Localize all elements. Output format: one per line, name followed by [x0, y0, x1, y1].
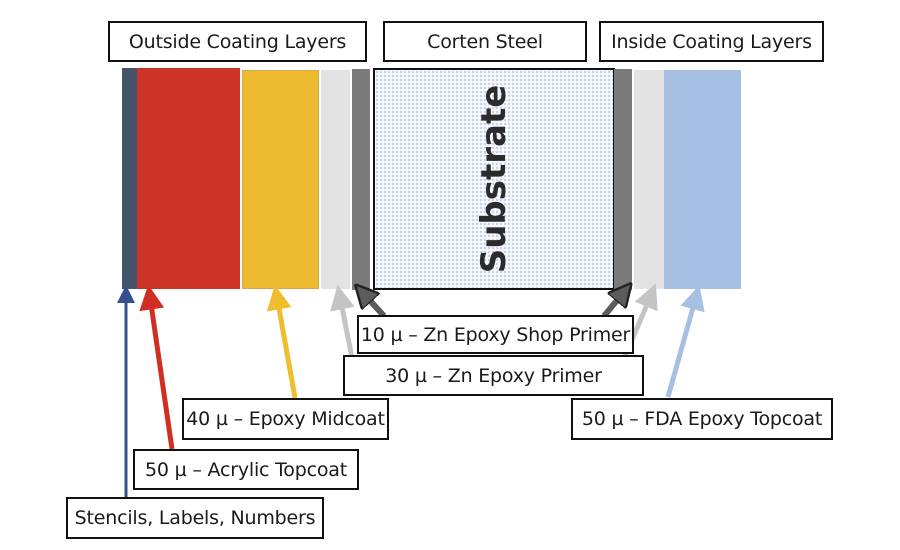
acrylic-topcoat-arrow — [139, 284, 175, 450]
acrylic-topcoat-layer — [137, 68, 240, 289]
midcoat-callout: 40 µ – Epoxy Midcoat — [182, 398, 389, 440]
outside-coating-layers-header: Outside Coating Layers — [108, 21, 367, 62]
fda-topcoat-arrow — [665, 284, 705, 398]
fda-topcoat-callout-text: 50 µ – FDA Epoxy Topcoat — [581, 408, 823, 430]
fda-topcoat-callout: 50 µ – FDA Epoxy Topcoat — [571, 398, 833, 440]
zn-epoxy-primer-outside-layer — [321, 70, 350, 289]
fda-epoxy-topcoat-layer — [664, 70, 741, 289]
stencils-callout: Stencils, Labels, Numbers — [66, 497, 324, 539]
zn-primer-callout: 30 µ – Zn Epoxy Primer — [343, 355, 644, 396]
shop-primer-outside-arrow — [363, 293, 387, 319]
inside-coating-layers-header: Inside Coating Layers — [599, 21, 824, 62]
acrylic-topcoat-callout-text: 50 µ – Acrylic Topcoat — [145, 458, 347, 481]
zn-epoxy-primer-inside-layer — [634, 70, 664, 289]
outside-coating-layers-label: Outside Coating Layers — [128, 30, 347, 53]
zn-primer-callout-text: 30 µ – Zn Epoxy Primer — [385, 364, 602, 387]
shop-primer-callout: 10 µ – Zn Epoxy Shop Primer — [357, 315, 634, 354]
corten-steel-label: Corten Steel — [427, 30, 543, 53]
zn-shop-primer-inside-layer — [614, 69, 632, 290]
shop-primer-inside-arrow — [601, 292, 624, 318]
zn-shop-primer-outside-layer — [352, 69, 370, 290]
substrate-corten-steel: Substrate — [373, 68, 615, 290]
midcoat-callout-text: 40 µ – Epoxy Midcoat — [186, 408, 385, 430]
stencils-callout-text: Stencils, Labels, Numbers — [74, 507, 316, 529]
epoxy-midcoat-layer — [242, 70, 319, 289]
corten-steel-header: Corten Steel — [383, 21, 587, 62]
epoxy-midcoat-arrow — [266, 284, 298, 399]
acrylic-topcoat-callout: 50 µ – Acrylic Topcoat — [133, 449, 359, 490]
inside-coating-layers-label: Inside Coating Layers — [611, 30, 812, 53]
stencils-layer — [122, 68, 137, 289]
zn-primer-inside-arrow — [618, 283, 658, 367]
shop-primer-callout-text: 10 µ – Zn Epoxy Shop Primer — [360, 323, 631, 346]
